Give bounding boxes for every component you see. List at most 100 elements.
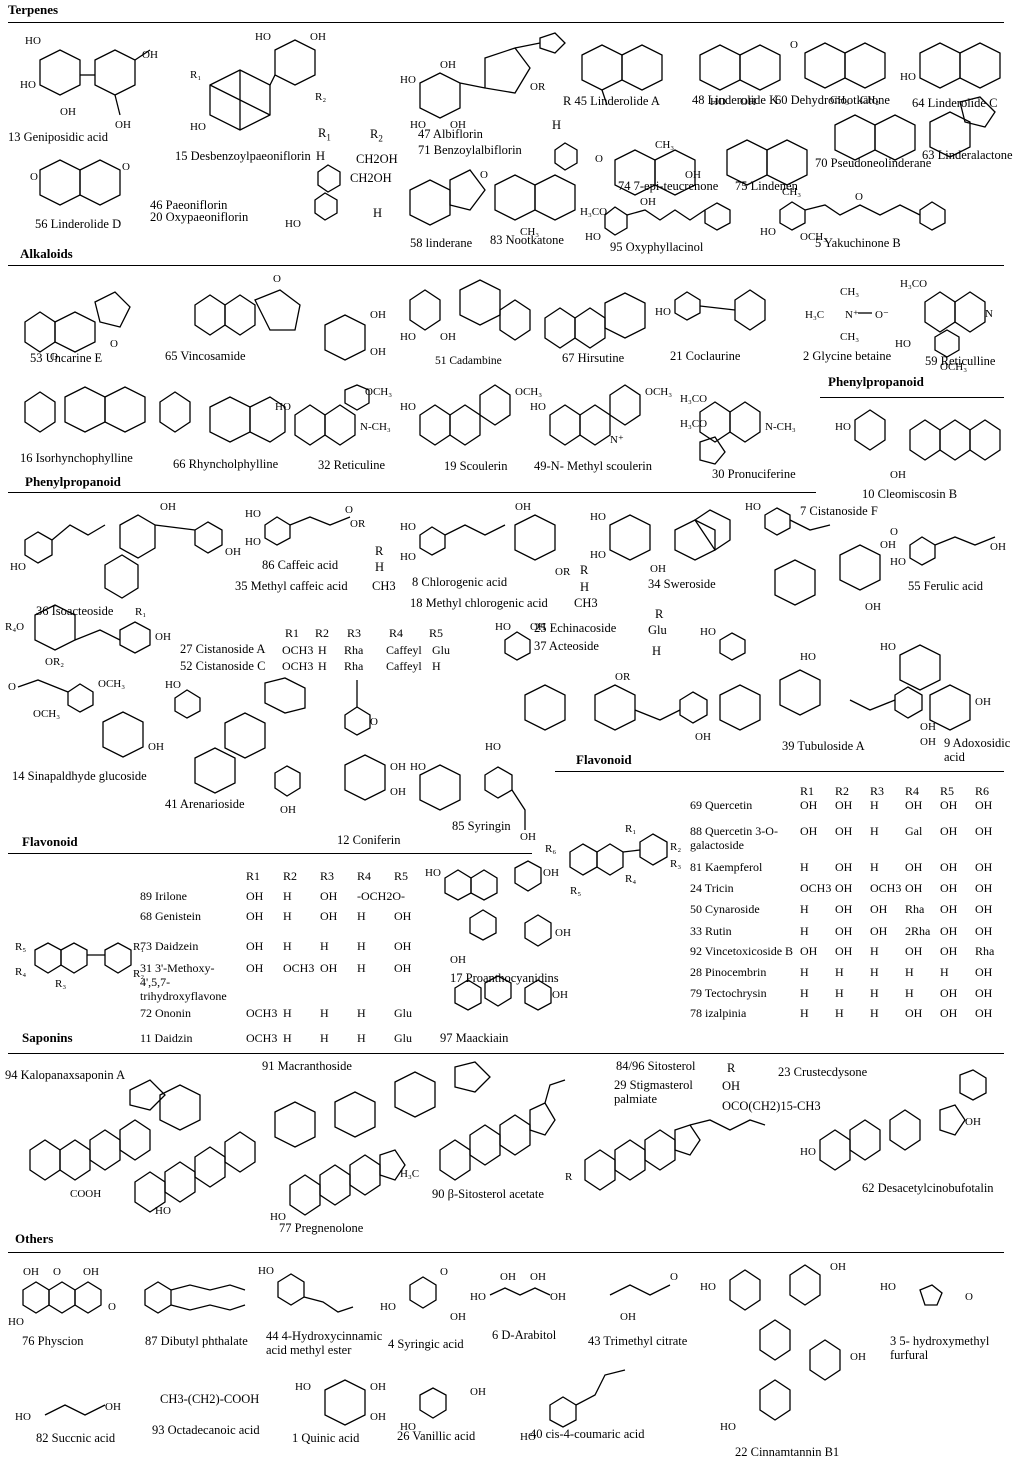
compound-label: 21 Coclaurine [670, 349, 741, 363]
compound-name: 28 Pinocembrin [690, 965, 767, 979]
structure-pseudoneolinderane [834, 114, 916, 161]
table-header: R2 [835, 784, 850, 798]
table-cell: H [835, 986, 844, 1000]
svg-text:O: O [50, 351, 58, 363]
svg-text:O: O [370, 716, 378, 728]
table-cell: H [316, 149, 326, 163]
svg-text:HO: HO [590, 549, 606, 561]
svg-text:OH: OH [225, 546, 241, 558]
svg-text:N: N [985, 308, 993, 320]
svg-text:CH₃: CH₃ [830, 94, 849, 106]
compound-label: 93 Octadecanoic acid [152, 1423, 260, 1437]
compound-label: 85 Syringin [452, 819, 511, 833]
svg-text:OH: OH [470, 1386, 486, 1398]
compound-label: 2 Glycine betaine [803, 349, 892, 363]
compound-label: 97 Maackiain [440, 1031, 509, 1045]
table-cell: OH [975, 924, 993, 938]
table-header: R1 [246, 869, 261, 883]
svg-text:OH: OH [650, 563, 666, 575]
compound-label: 55 Ferulic acid [908, 579, 983, 593]
structure-pregnenolone: HO [270, 1149, 406, 1223]
structure-hydroxybenzoyl-row: HO [285, 192, 338, 230]
compound-label: 76 Physcion [22, 1334, 84, 1348]
divider [820, 397, 1004, 398]
table-header: R2 [283, 869, 298, 883]
compound-name: 31 3'-Methoxy-4',5,7-trihydroxyflavone [140, 961, 227, 1003]
table-cell: H [800, 924, 809, 938]
table-cell: 2Rha [905, 924, 931, 938]
table-cell: OH [975, 881, 993, 895]
svg-text:HO: HO [400, 551, 416, 563]
table-cell: OH [320, 961, 338, 975]
svg-text:OH: OH [520, 831, 536, 843]
table-cell: OH [940, 902, 958, 916]
svg-text:OH: OH [975, 696, 991, 708]
svg-text:O: O [110, 338, 118, 350]
table-cell: OH [394, 939, 412, 953]
compound-label: 23 Crustecdysone [778, 1065, 868, 1079]
table-cell: H [652, 644, 662, 658]
table-cell: Glu [394, 1031, 412, 1045]
table-cell: H [870, 965, 879, 979]
table-cell: OH [320, 889, 338, 903]
svg-text:OH: OH [115, 119, 131, 131]
svg-text:OH: OH [450, 119, 466, 131]
svg-text:H₃CO: H₃CO [580, 206, 607, 218]
svg-text:OR: OR [350, 518, 366, 530]
compound-label: 86 Caffeic acid [262, 558, 339, 572]
svg-text:O: O [595, 153, 603, 165]
section-title-phenylpropanoid: Phenylpropanoid [25, 474, 121, 489]
table-cell: OCH3 [800, 881, 832, 895]
table-cell: OH [246, 939, 264, 953]
compound-label: 48 Linderolide K [692, 93, 779, 107]
svg-text:OH: OH [685, 169, 701, 181]
svg-text:R₁: R₁ [190, 69, 201, 81]
table-cell: Glu [648, 623, 667, 637]
table-cell: OH [940, 924, 958, 938]
compound-name: 50 Cynaroside [690, 902, 760, 916]
svg-text:OH: OH [695, 731, 711, 743]
svg-text:R₂: R₂ [133, 968, 144, 980]
table-cell: H [800, 965, 809, 979]
svg-text:OR: OR [615, 671, 631, 683]
svg-text:O: O [440, 1266, 448, 1278]
table-cell: OCO(CH2)15-CH3 [722, 1099, 821, 1113]
table-cell: OH [975, 1006, 993, 1020]
svg-text:R₆: R₆ [545, 843, 556, 855]
svg-text:O: O [30, 171, 38, 183]
svg-text:OCH₃: OCH₃ [515, 386, 542, 398]
compound-label: 35 Methyl caffeic acid [235, 579, 348, 593]
compound-label: 60 Dehydronootkatone [775, 93, 890, 107]
structure-linderalactone [929, 96, 996, 158]
structure-linderolide-c: HO [900, 42, 1001, 89]
compound-name: 92 Vincetoxicoside B [690, 944, 794, 958]
structure-uncarine-e: OO [24, 291, 131, 363]
svg-text:OCH₃: OCH₃ [940, 361, 967, 373]
table-cell: H [905, 986, 914, 1000]
svg-text:O: O [480, 169, 488, 181]
table-cell: H [320, 1031, 329, 1045]
compound-label: R 45 Linderolide A [563, 94, 660, 108]
table-cell: H [835, 1006, 844, 1020]
svg-text:HO: HO [245, 536, 261, 548]
svg-text:OH: OH [83, 1266, 99, 1278]
table-cell: OH [246, 889, 264, 903]
section-title-alkaloids: Alkaloids [20, 246, 73, 261]
svg-text:CH₃: CH₃ [520, 226, 539, 238]
compound-label: 17 Proanthocyanidins [450, 971, 559, 985]
svg-text:H₃C: H₃C [805, 309, 824, 321]
svg-text:OH: OH [990, 541, 1006, 553]
svg-text:HO: HO [590, 511, 606, 523]
structure-hydroxycinnamic-methyl-ester: HO [258, 1265, 354, 1313]
